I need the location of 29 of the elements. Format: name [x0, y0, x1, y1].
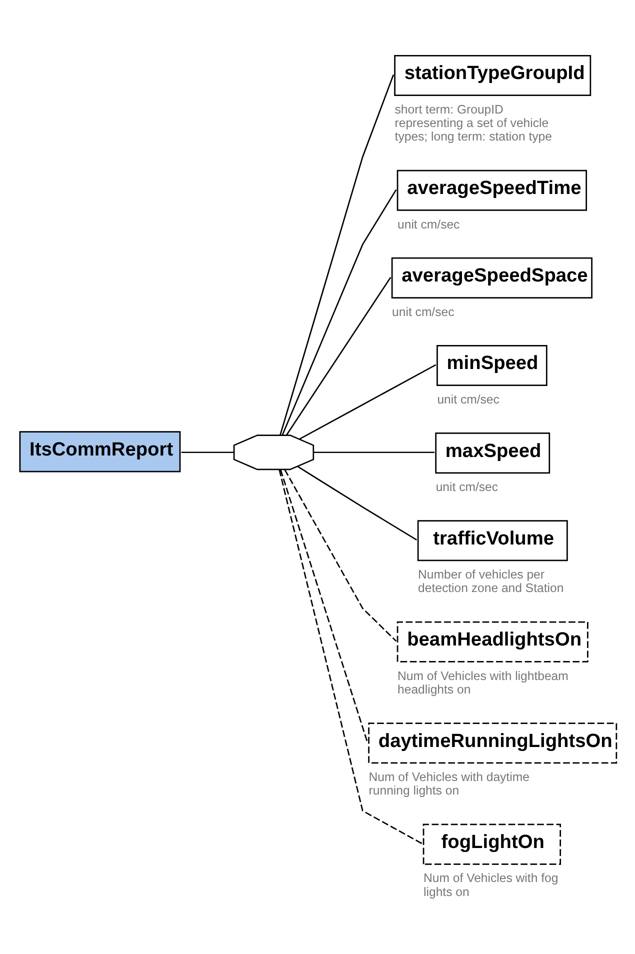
connector: [280, 74, 394, 436]
connector: [284, 469, 397, 642]
node-label: Num of Vehicles with lightbeam headlights on: [398, 668, 568, 696]
node-label: unit cm/sec: [436, 480, 498, 494]
node-box: maxSpeed: [435, 432, 550, 474]
connector: [280, 469, 368, 743]
node-label: Num of Vehicles with fog lights on: [424, 871, 558, 899]
node-label: unit cm/sec: [392, 304, 454, 319]
connector: [282, 189, 397, 436]
node-label: unit cm/sec: [398, 217, 460, 232]
node-box: daytimeRunningLightsOn: [368, 722, 618, 764]
node-box: stationTypeGroupId: [394, 54, 592, 96]
connector: [181, 452, 234, 454]
node-label: unit cm/sec: [437, 392, 500, 406]
connector: [299, 364, 436, 440]
node-octagon: [233, 434, 314, 470]
node-box: minSpeed: [436, 344, 548, 386]
node-box: fogLightOn: [422, 824, 562, 865]
connector: [297, 466, 418, 541]
node-box: averageSpeedTime: [396, 170, 588, 211]
connector: [314, 452, 434, 454]
node-box: beamHeadlightsOn: [396, 621, 588, 662]
connector: [278, 470, 422, 844]
node-label: short term: GroupID representing a set of vehicle types; long term: station type: [394, 102, 552, 144]
node-box: averageSpeedSpace: [391, 257, 592, 298]
node-label: Num of Vehicles with daytime running lights on: [368, 770, 530, 798]
node-label: Number of vehicles per detection zone and Station: [418, 568, 564, 596]
connector: [286, 276, 392, 436]
node-box: trafficVolume: [417, 520, 568, 562]
